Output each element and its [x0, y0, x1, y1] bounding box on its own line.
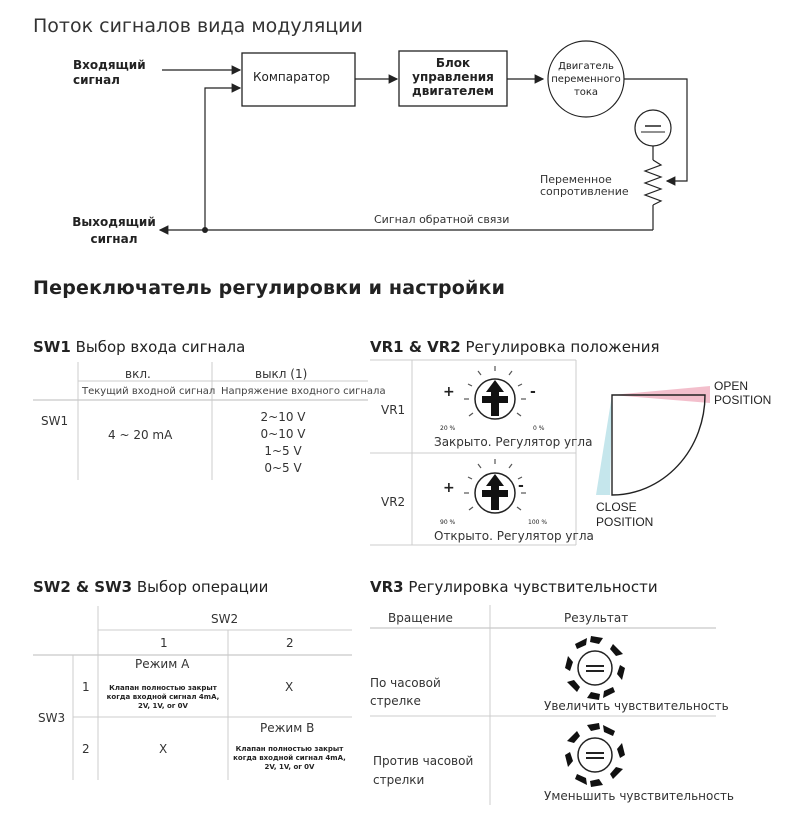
clockwise-rotation-icon — [565, 636, 625, 700]
position-diagram — [596, 386, 710, 496]
comparator-label: Компаратор — [253, 70, 331, 84]
vr1-right-pct: 0 % — [533, 425, 545, 432]
sw1-voltage-1: 2~10 V — [260, 410, 306, 424]
vr2-minus: - — [518, 478, 524, 494]
sw1-voltage-2: 0~10 V — [260, 427, 306, 441]
ac-motor-line1: Двигатель — [558, 61, 614, 72]
close-position-line1: CLOSE — [596, 500, 637, 514]
input-signal-label: Входящий сигнал — [73, 58, 146, 88]
vr1-left-pct: 20 % — [440, 425, 456, 432]
motor-control-label: Блок управления двигателем — [399, 56, 507, 98]
signal-flow-diagram — [158, 40, 688, 235]
vr2-caption: Открыто. Регулятор угла — [434, 529, 594, 543]
feedback-branch — [204, 83, 242, 230]
sw1-sub-off: Напряжение входного сигнала — [221, 386, 386, 397]
sw3-row2: 2 — [82, 742, 90, 756]
sw1-voltage-4: 0~5 V — [264, 461, 302, 475]
vr3-col-result: Результат — [564, 611, 629, 625]
vr1-dial-icon — [464, 366, 526, 420]
sw3-label: SW3 — [38, 711, 66, 725]
feedback-label: Сигнал обратной связи — [374, 213, 510, 226]
vr2-label: VR2 — [381, 495, 406, 509]
mode-a-note: Клапан полностью закрыт когда входной си… — [106, 684, 220, 710]
open-position-line1: OPEN — [714, 379, 749, 393]
vr3-cw-label: По часовой стрелке — [370, 674, 441, 710]
sw1-row-label: SW1 — [41, 414, 69, 428]
motor-control-line1: Блок — [435, 56, 471, 70]
vr12-heading-text: Регулировка положения — [465, 338, 660, 356]
vr3-ccw-line2: стрелки — [373, 773, 425, 787]
output-signal-line2: сигнал — [90, 232, 138, 246]
vr12-heading-code: VR1 & VR2 — [370, 338, 461, 356]
vr3-ccw-line1: Против часовой — [373, 754, 474, 768]
open-position-line2: POSITION — [714, 393, 772, 407]
motor-control-box — [398, 50, 508, 107]
vr3-col-rotation: Вращение — [388, 611, 453, 625]
motor-control-line3: двигателем — [412, 84, 494, 98]
sw1-heading-text: Выбор входа сигнала — [75, 338, 246, 356]
sw23-heading-code: SW2 & SW3 — [33, 578, 133, 596]
sw2-label: SW2 — [211, 612, 239, 626]
vr3-heading: VR3 Регулировка чувствительности — [370, 578, 658, 596]
flow-title: Поток сигналов вида модуляции — [33, 15, 363, 37]
mode-a-label: Режим А — [135, 657, 190, 671]
vr3-cw-line1: По часовой — [370, 676, 441, 690]
output-signal-line1: Выходящий — [72, 215, 156, 229]
vr3-cw-line2: стрелке — [370, 694, 421, 708]
close-position-label: CLOSE POSITION — [596, 500, 653, 530]
comparator-box — [241, 52, 356, 107]
vr3-heading-code: VR3 — [370, 578, 404, 596]
close-position-line2: POSITION — [596, 515, 654, 529]
sw2-col2: 2 — [286, 636, 294, 650]
sw1-current-value: 4 ~ 20 mA — [108, 428, 173, 442]
sw1-col-on: вкл. — [125, 367, 151, 381]
vr3-heading-text: Регулировка чувствительности — [408, 578, 658, 596]
vr3-ccw-result: Уменьшить чувствительность — [544, 789, 735, 803]
variable-resistor-line2: сопротивление — [540, 185, 629, 198]
sw3-row1: 1 — [82, 680, 90, 694]
vr2-right-pct: 100 % — [528, 519, 548, 526]
vr2-left-pct: 90 % — [440, 519, 456, 526]
counterclockwise-rotation-icon — [565, 723, 625, 787]
sw1-voltage-values: 2~10 V 0~10 V 1~5 V 0~5 V — [248, 409, 318, 477]
sw1-heading-code: SW1 — [33, 338, 71, 356]
sw23-x2: X — [159, 742, 168, 756]
ac-motor-label: Двигатель переменного тока — [548, 60, 624, 99]
settings-title: Переключатель регулировки и настройки — [33, 277, 506, 299]
vr1-minus: - — [530, 384, 536, 400]
vr1-caption: Закрыто. Регулятор угла — [434, 435, 593, 449]
vr1-label: VR1 — [381, 403, 406, 417]
sw2-col1: 1 — [160, 636, 168, 650]
vr2-dial-icon — [464, 459, 526, 514]
mode-b-note: Клапан полностью закрыт когда входной си… — [233, 745, 346, 771]
vr12-heading: VR1 & VR2 Регулировка положения — [370, 338, 660, 356]
mode-b-label: Режим В — [260, 721, 315, 735]
open-position-label: OPEN POSITION — [714, 379, 771, 407]
motor-wiper-line — [624, 78, 688, 186]
vr3-ccw-label: Против часовой стрелки — [373, 752, 473, 790]
sw23-heading: SW2 & SW3 Выбор операции — [33, 578, 268, 596]
input-signal-line1: Входящий — [73, 58, 146, 72]
sw23-x1: X — [285, 680, 294, 694]
sw1-voltage-3: 1~5 V — [264, 444, 302, 458]
output-signal-label: Выходящий сигнал — [68, 214, 160, 248]
resistor-zigzag — [643, 159, 663, 206]
vr2-plus: + — [443, 480, 455, 496]
sw1-heading: SW1 Выбор входа сигнала — [33, 338, 245, 356]
vr3-cw-result: Увеличить чувствительность — [544, 699, 729, 713]
sw23-heading-text: Выбор операции — [136, 578, 269, 596]
input-signal-line2: сигнал — [73, 73, 120, 87]
motor-control-line2: управления — [412, 70, 494, 84]
sw1-sub-on: Текущий входной сигнал — [82, 386, 216, 397]
variable-resistor-label: Переменное сопротивление — [540, 174, 629, 198]
variable-resistor-line1: Переменное — [540, 173, 612, 186]
vr1-plus: + — [443, 384, 455, 400]
ac-motor-line3: тока — [573, 87, 599, 98]
ac-motor-line2: переменного — [551, 74, 621, 85]
sw1-col-off: выкл (1) — [255, 367, 308, 381]
